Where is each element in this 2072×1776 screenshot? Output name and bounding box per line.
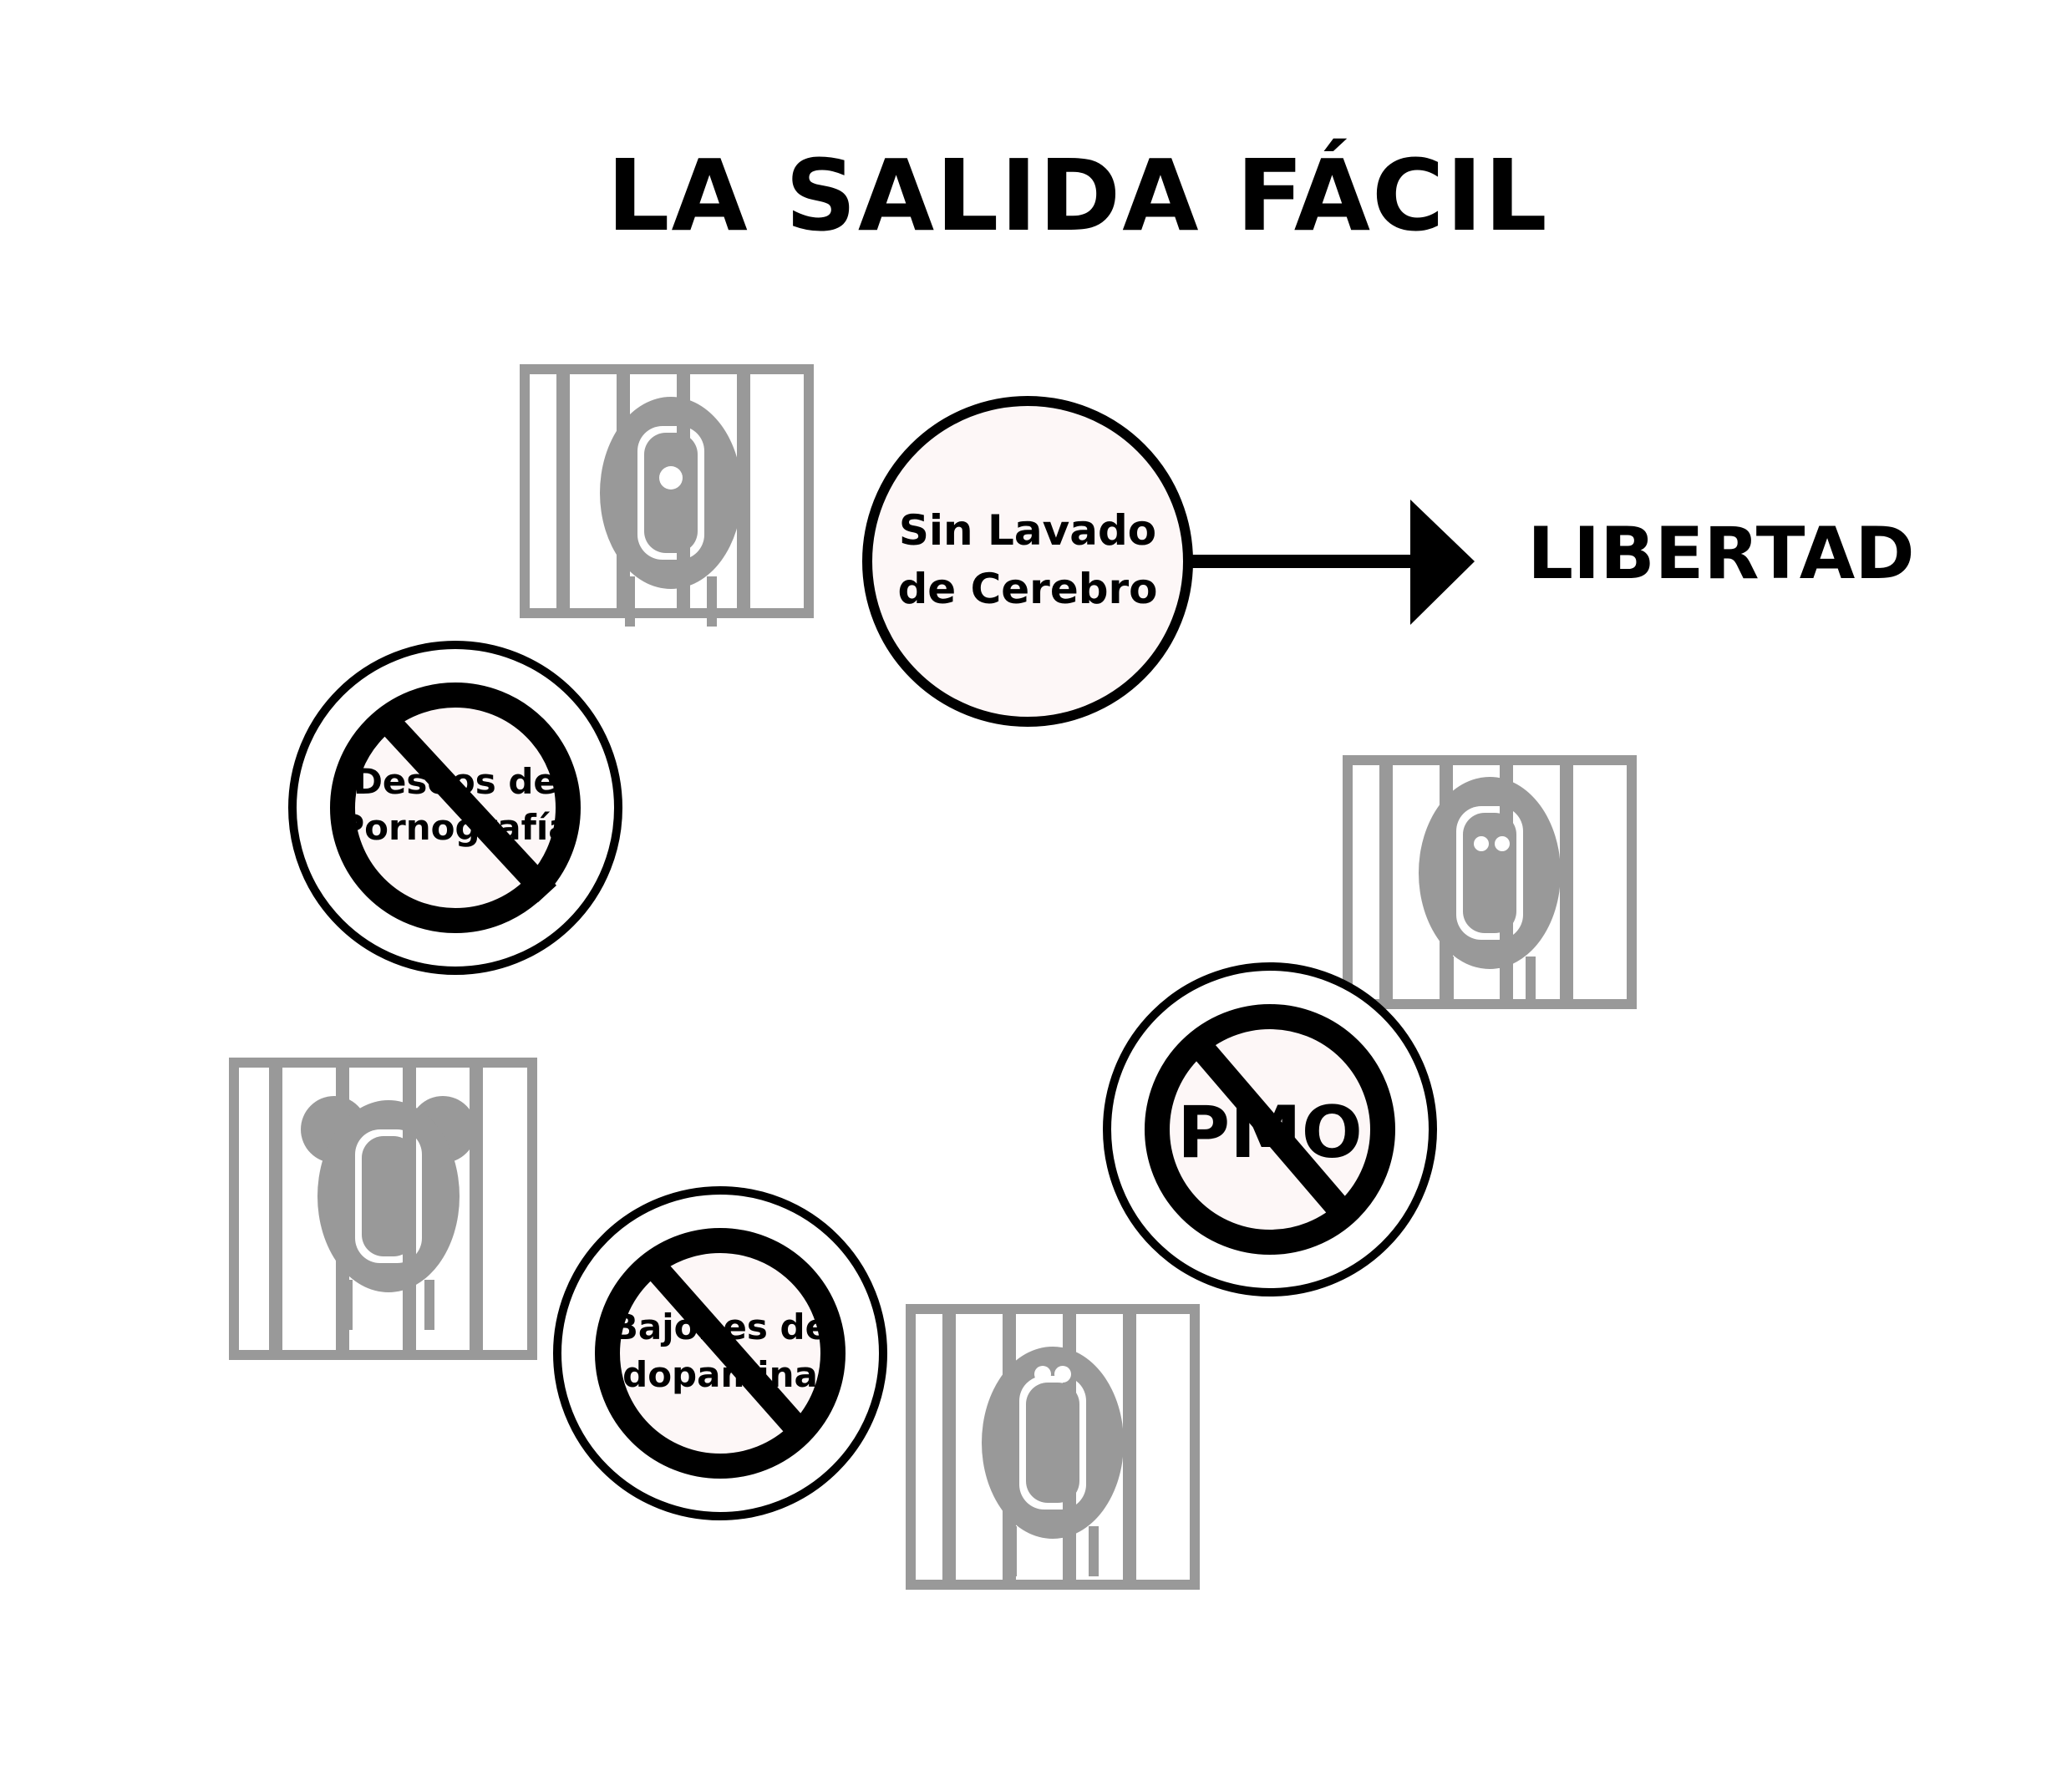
goal-label: LIBERTAD [1527,512,1914,596]
caged-monster-icon [1343,755,1637,1009]
no-sign-label-line2: Pornografía [338,807,571,848]
no-sign-label-line2: dopamina [622,1354,818,1395]
no-sign-slash [383,718,557,903]
caged-monster-icon [229,1058,537,1360]
no-sign-pmo: PMO [1103,962,1437,1296]
caged-monster-icon [520,364,814,627]
center-circle-line2: de Cerebro [897,565,1157,613]
no-sign-deseos: Deseos de Pornografía [288,641,622,975]
center-circle-line1: Sin Lavado [899,506,1156,555]
no-sign-slash [643,1257,816,1447]
center-circle: Sin Lavado de Cerebro [862,396,1193,727]
no-sign-bajones: Bajones de dopamina [553,1186,887,1520]
arrow-right-icon [1191,500,1475,625]
no-sign-slash [1185,1032,1355,1224]
page-title: LA SALIDA FÁCIL [607,138,1548,253]
caged-monster-icon [906,1304,1200,1590]
